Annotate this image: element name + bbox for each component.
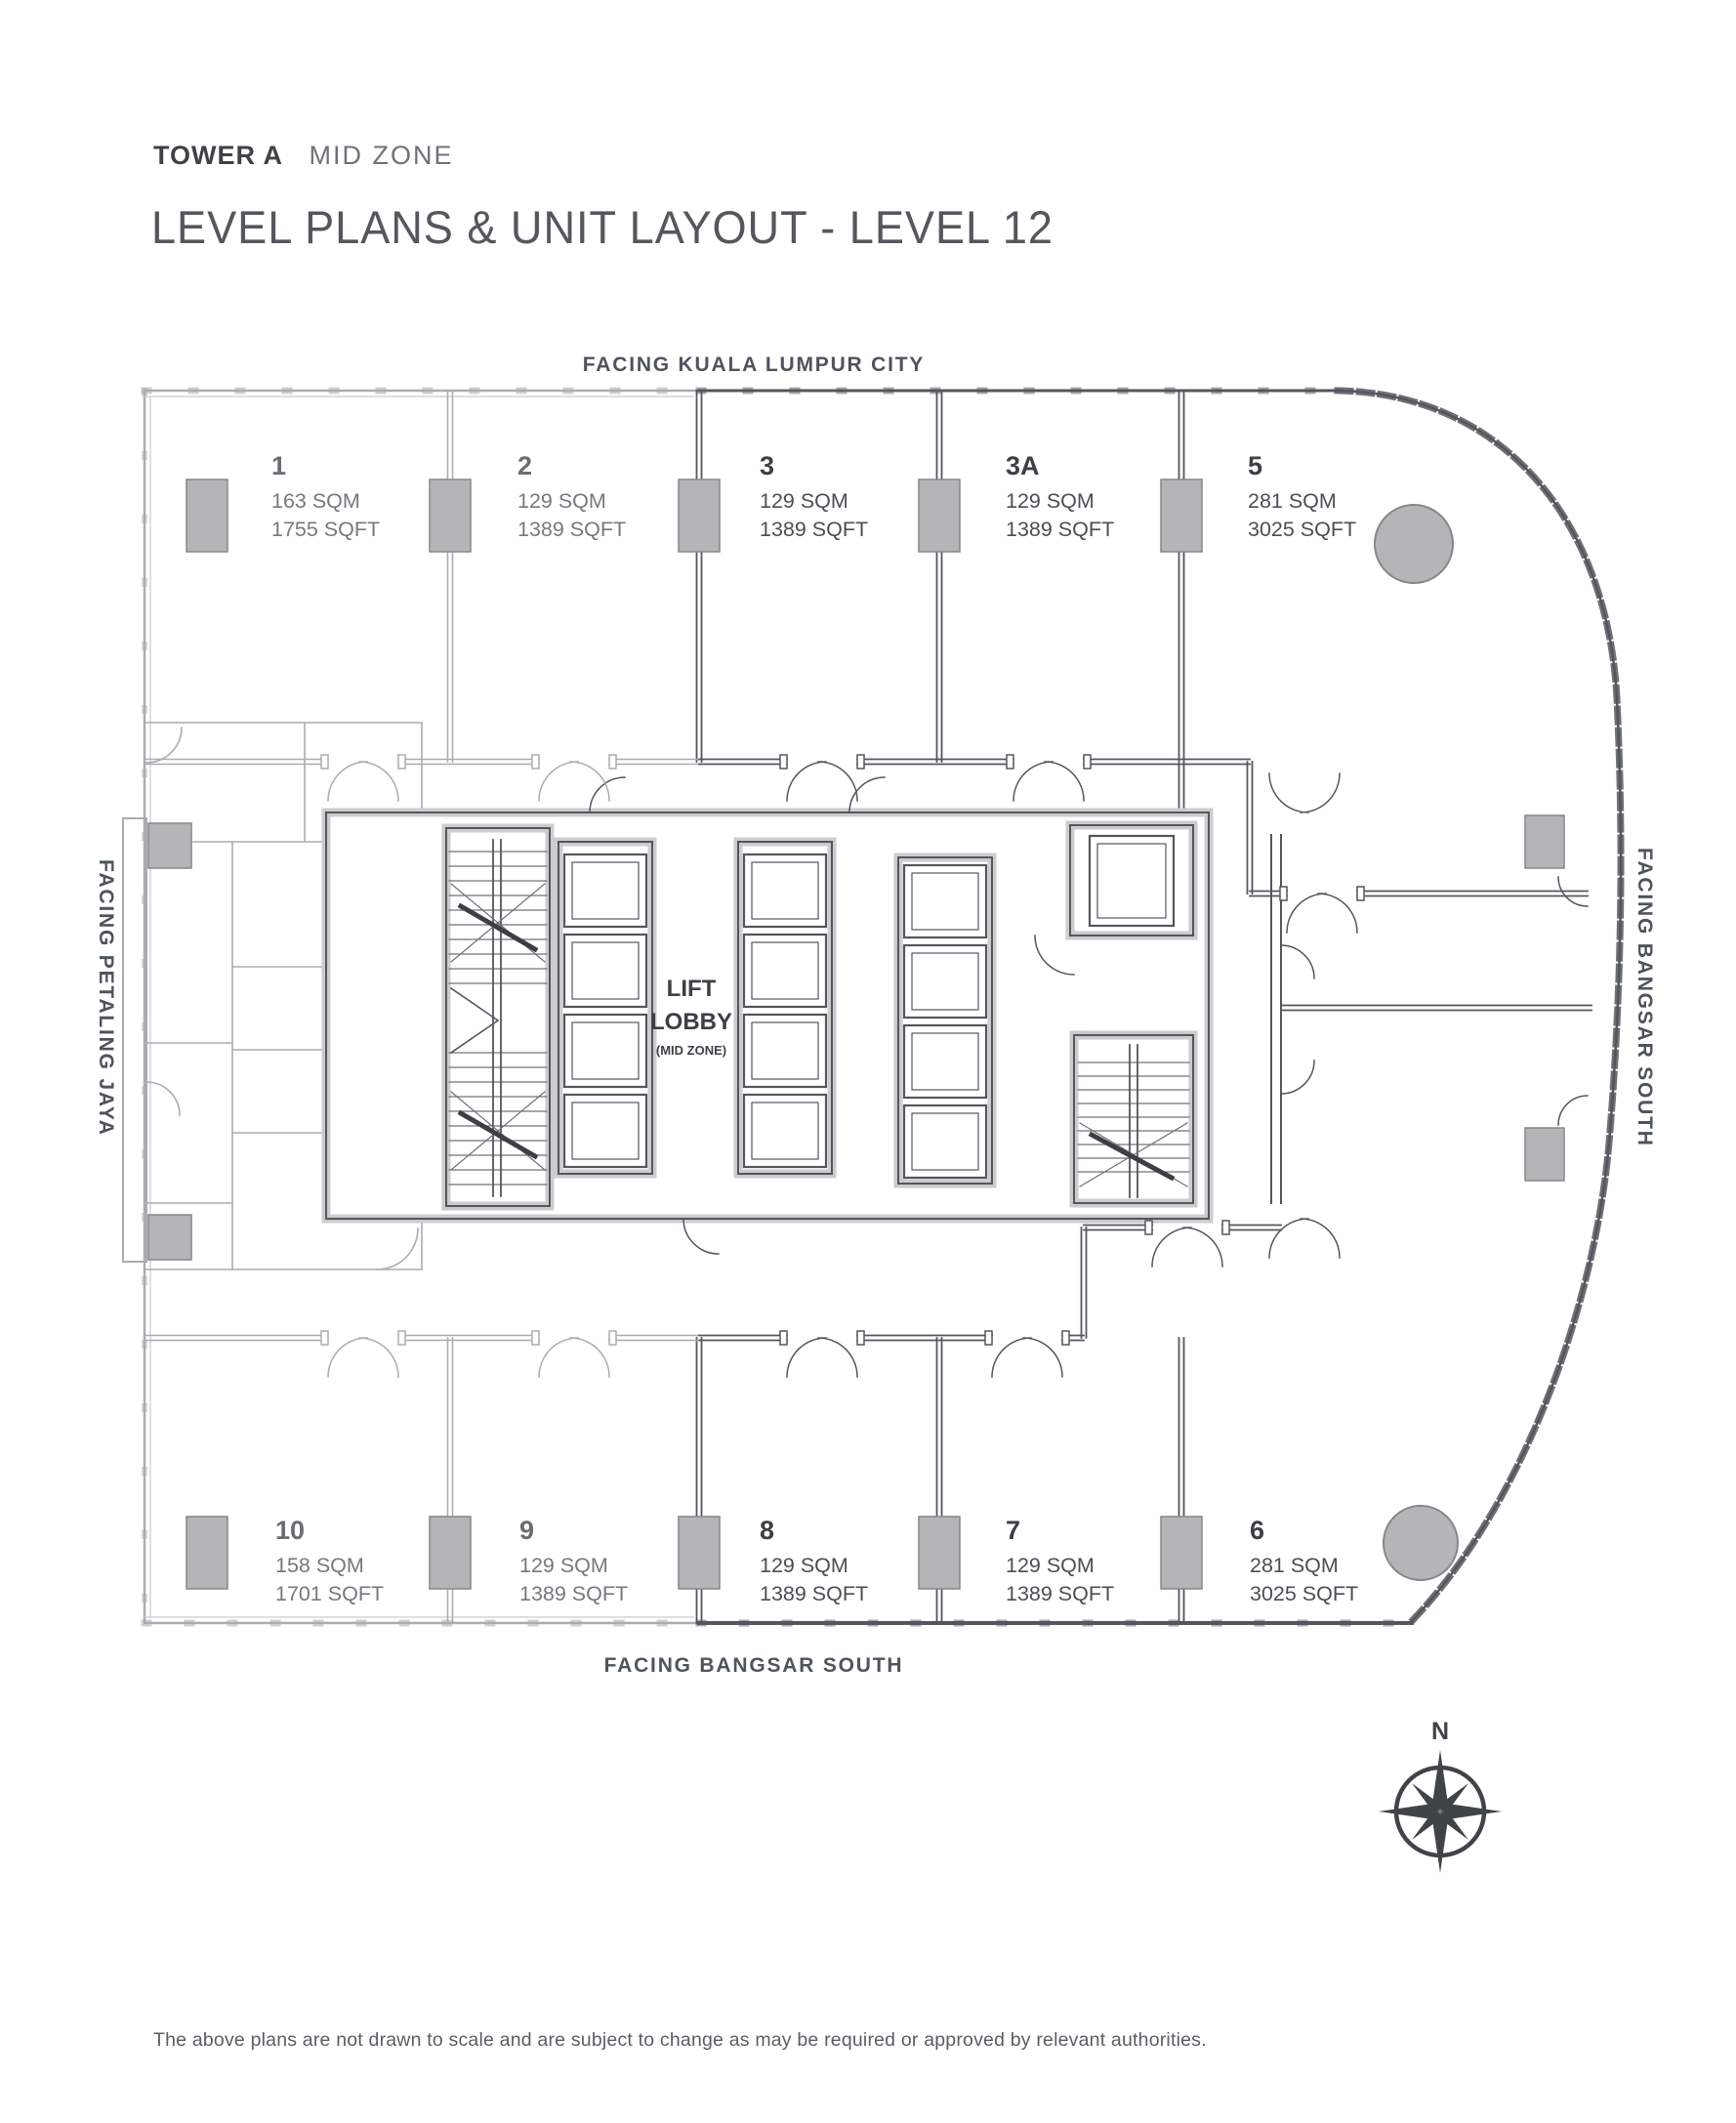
lift-bank-left (562, 853, 648, 1169)
lift-bank-middle (742, 853, 828, 1169)
stairwell-right (1077, 1044, 1190, 1198)
unit-entrance-doors (320, 754, 1365, 1378)
unit-label-3a: 3A 129 SQM 1389 SQFT (1006, 451, 1114, 544)
unit-sqft: 3025 SQFT (1250, 1582, 1359, 1605)
unit-number: 6 (1250, 1516, 1265, 1545)
svg-text:LOBBY: LOBBY (650, 1009, 732, 1035)
unit-sqm: 129 SQM (760, 1554, 848, 1577)
lift-lobby-label: LIFT LOBBY (MID ZONE) (650, 976, 732, 1058)
unit-sqft: 1389 SQFT (517, 518, 627, 541)
unit-label-3: 3 129 SQM 1389 SQFT (760, 451, 868, 544)
stairwell-left (448, 839, 548, 1197)
page-title: LEVEL PLANS & UNIT LAYOUT - LEVEL 12 (151, 201, 1054, 253)
unit-number: 3 (760, 451, 775, 480)
compass-icon: N (1379, 1718, 1502, 1873)
unit-label-7: 7 129 SQM 1389 SQFT (1006, 1516, 1114, 1608)
unit-label-5: 5 281 SQM 3025 SQFT (1248, 451, 1356, 544)
structural-columns (147, 479, 1565, 1590)
unit-sqm: 158 SQM (275, 1554, 364, 1577)
unit-number: 8 (760, 1516, 775, 1545)
unit-sqm: 129 SQM (1006, 1554, 1095, 1577)
unit-sqft: 1701 SQFT (275, 1582, 385, 1605)
facing-label-east: FACING BANGSAR SOUTH (1633, 848, 1656, 1147)
page-header: TOWER A MID ZONE (153, 141, 453, 171)
unit-number: 7 (1006, 1516, 1021, 1545)
unit-sqm: 163 SQM (271, 489, 360, 513)
unit-sqft: 1755 SQFT (271, 518, 381, 541)
round-column-top (1374, 504, 1454, 584)
unit-sqft: 1389 SQFT (760, 1582, 869, 1605)
unit-sqft: 1389 SQFT (760, 518, 869, 541)
unit-label-2: 2 129 SQM 1389 SQFT (517, 451, 626, 544)
unit-sqft: 1389 SQFT (1006, 1582, 1115, 1605)
service-core (321, 776, 1589, 1255)
unit-sqm: 129 SQM (760, 489, 848, 513)
unit-number: 10 (275, 1516, 306, 1545)
unit-number: 9 (519, 1516, 535, 1545)
round-column-bottom (1383, 1505, 1459, 1581)
unit-sqm: 281 SQM (1248, 489, 1337, 513)
unit-number: 2 (517, 451, 533, 480)
unit-label-6: 6 281 SQM 3025 SQFT (1250, 1516, 1358, 1608)
service-lift (1088, 834, 1176, 928)
svg-text:(MID ZONE): (MID ZONE) (656, 1043, 726, 1058)
unit-label-8: 8 129 SQM 1389 SQFT (760, 1516, 868, 1608)
disclaimer-text: The above plans are not drawn to scale a… (153, 2029, 1207, 2051)
lift-bank-right (902, 863, 988, 1180)
unit-sqft: 3025 SQFT (1248, 518, 1357, 541)
unit-label-1: 1 163 SQM 1755 SQFT (271, 451, 380, 544)
unit-number: 5 (1248, 451, 1263, 480)
unit-sqft: 1389 SQFT (1006, 518, 1115, 541)
facing-label-west: FACING PETALING JAYA (95, 859, 117, 1137)
unit-label-9: 9 129 SQM 1389 SQFT (519, 1516, 628, 1608)
unit-sqm: 129 SQM (1006, 489, 1095, 513)
compass-north-label: N (1431, 1718, 1449, 1745)
tower-name: TOWER A (153, 141, 283, 170)
unit-label-10: 10 158 SQM 1701 SQFT (275, 1516, 384, 1608)
corridor-walls (144, 758, 1592, 1342)
zone-name: MID ZONE (309, 141, 454, 170)
unit-sqm: 129 SQM (517, 489, 606, 513)
facing-label-north: FACING KUALA LUMPUR CITY (582, 354, 926, 376)
building-outline (122, 387, 1625, 1628)
facing-label-south: FACING BANGSAR SOUTH (603, 1654, 904, 1677)
unit-sqm: 281 SQM (1250, 1554, 1339, 1577)
svg-text:LIFT: LIFT (667, 976, 717, 1002)
unit-divider-walls (446, 390, 1185, 1624)
unit-sqft: 1389 SQFT (519, 1582, 629, 1605)
unit-sqm: 129 SQM (519, 1554, 608, 1577)
unit-number: 1 (271, 451, 287, 480)
unit-number: 3A (1006, 451, 1040, 480)
